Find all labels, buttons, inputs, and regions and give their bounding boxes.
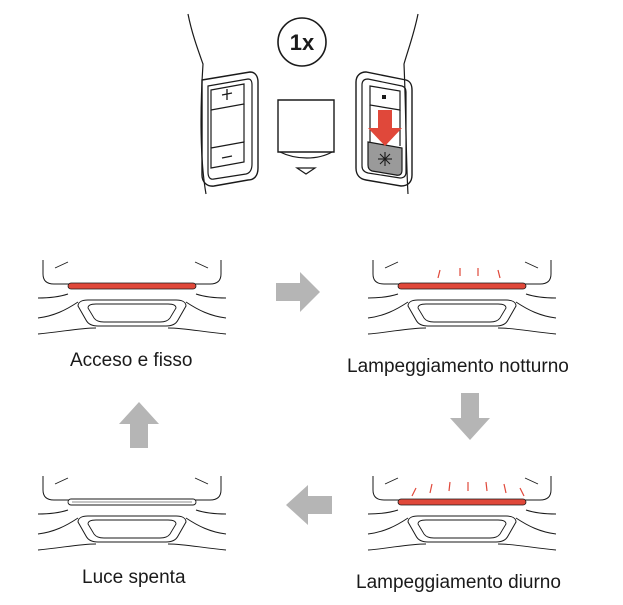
arrow-right-icon: [276, 272, 320, 312]
light-bar: [397, 282, 527, 290]
light-sun-icon: [378, 152, 392, 166]
arrow-left-icon: [286, 485, 332, 525]
minus-button: [210, 141, 245, 169]
chevron-down-icon: [295, 167, 317, 175]
light-bar: [397, 498, 527, 506]
state-notturno-illustration: [367, 259, 557, 335]
arrow-down-icon: [450, 393, 490, 440]
minus-icon: [221, 155, 233, 159]
state-label-diurno: Lampeggiamento diurno: [356, 572, 561, 593]
blink-rays-icon: [411, 481, 525, 497]
left-button-pad: [201, 71, 259, 187]
state-diurno-illustration: [367, 475, 557, 551]
remote-control: [187, 13, 419, 195]
state-label-notturno: Lampeggiamento notturno: [347, 356, 569, 377]
right-button-pad: [355, 71, 413, 187]
dot-icon: [382, 95, 386, 99]
blink-rays-icon: [437, 268, 501, 279]
press-arrow-icon: [368, 110, 402, 146]
state-spenta-illustration: [37, 475, 227, 551]
state-label-acceso: Acceso e fisso: [70, 350, 193, 371]
state-label-spenta: Luce spenta: [82, 567, 186, 588]
center-lens: [277, 99, 335, 153]
plus-icon: [221, 89, 233, 100]
state-acceso-illustration: [37, 259, 227, 335]
arrow-up-icon: [119, 402, 159, 448]
press-count-text: 1x: [290, 30, 315, 55]
press-count-badge: 1x: [277, 17, 327, 67]
light-bar: [67, 282, 197, 290]
